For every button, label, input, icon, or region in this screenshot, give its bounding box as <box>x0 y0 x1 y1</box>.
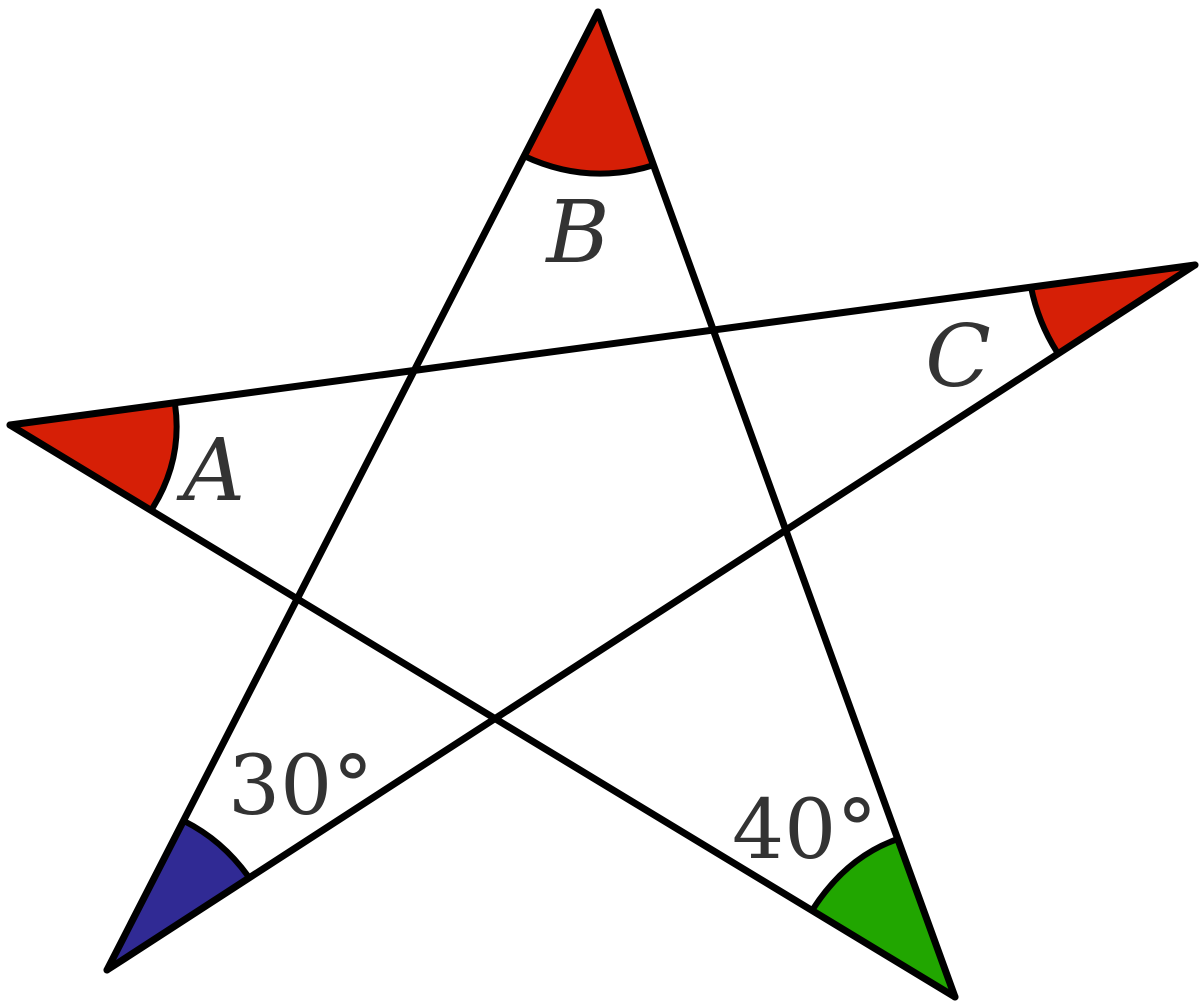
wedge-angle-b <box>524 12 654 174</box>
arc-angle-40 <box>810 837 897 911</box>
arc-angle-a <box>149 403 180 511</box>
edge-top-to-bottom-left <box>103 8 602 974</box>
wedge-angle-c <box>1031 265 1195 352</box>
star-edges <box>6 8 1199 1001</box>
wedge-angle-30 <box>107 821 248 970</box>
label-a: A <box>176 421 245 521</box>
label-angle-40: 40° <box>732 783 877 878</box>
arc-angle-b <box>522 153 655 177</box>
edge-left-to-right <box>6 261 1199 429</box>
wedge-angle-40 <box>813 840 955 997</box>
edge-right-to-bottom-left <box>103 261 1199 974</box>
arc-angle-c <box>1028 286 1060 354</box>
label-c: C <box>925 307 991 407</box>
edge-left-to-bottom-right <box>6 421 959 1001</box>
label-angle-30: 30° <box>228 739 373 834</box>
label-b: B <box>544 183 609 283</box>
edge-top-to-bottom-right <box>594 8 959 1001</box>
angle-arcs <box>149 153 1060 911</box>
wedge-angle-a <box>10 404 177 509</box>
arc-angle-30 <box>182 818 251 878</box>
